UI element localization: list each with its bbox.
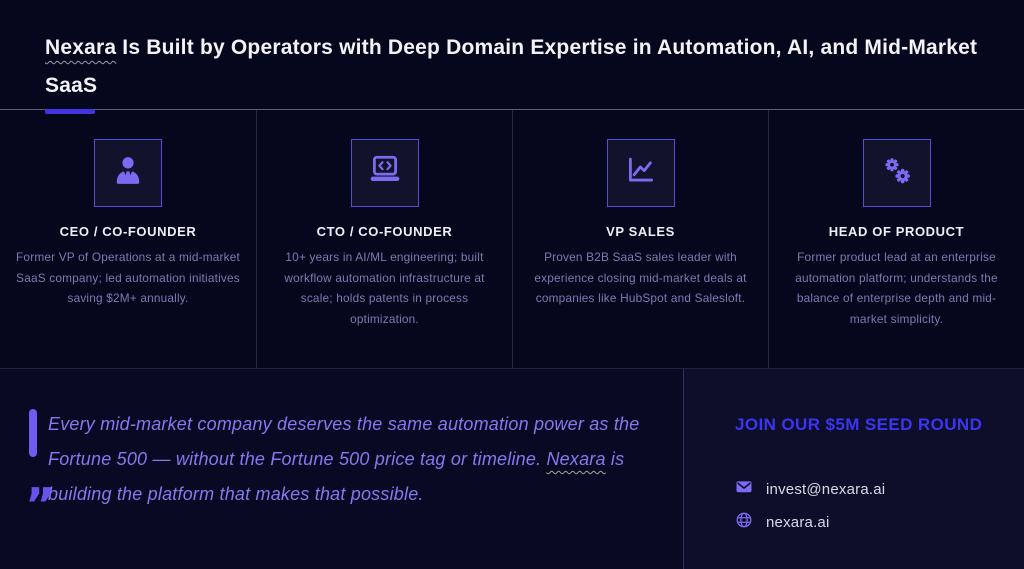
user-tie-icon — [108, 151, 148, 196]
member-title: HEAD OF PRODUCT — [828, 224, 965, 239]
chart-line-icon — [621, 151, 661, 196]
member-bio: 10+ years in AI/ML engineering; built wo… — [284, 250, 485, 326]
member-title: VP SALES — [606, 224, 675, 239]
gears-icon — [877, 151, 917, 196]
quote-text-before: Every mid-market company deserves the sa… — [48, 414, 640, 469]
member-bio: Former product lead at an enterprise aut… — [795, 250, 998, 326]
page-title: Nexara Is Built by Operators with Deep D… — [45, 29, 979, 105]
founder-quote: Every mid-market company deserves the sa… — [48, 407, 648, 512]
quote-mark: „ — [26, 453, 57, 507]
quote-text-after: is building the platform that makes that… — [48, 449, 625, 504]
quote-accent-bar — [29, 409, 37, 457]
member-bio: Proven B2B SaaS sales leader with experi… — [534, 250, 747, 305]
team-card-vp-sales: VP SALES Proven B2B SaaS sales leader wi… — [512, 110, 768, 368]
icon-box — [94, 139, 162, 207]
contact-row-email[interactable]: invest@nexara.ai — [735, 478, 1004, 501]
member-bio: Former VP of Operations at a mid-market … — [16, 250, 240, 305]
icon-box — [862, 139, 931, 207]
contact-email[interactable]: invest@nexara.ai — [766, 481, 886, 498]
bottom-section: „ Every mid-market company deserves the … — [0, 368, 1024, 569]
quote-brand: Nexara — [546, 449, 606, 469]
team-card-ceo: CEO / CO-FOUNDER Former VP of Operations… — [0, 110, 256, 368]
icon-box — [350, 139, 419, 207]
laptop-code-icon — [365, 151, 405, 196]
member-title: CTO / CO-FOUNDER — [316, 224, 453, 239]
team-card-head-product: HEAD OF PRODUCT Former product lead at a… — [768, 110, 1024, 368]
icon-box — [606, 139, 675, 207]
page-title-rest: Is Built by Operators with Deep Domain E… — [45, 36, 978, 97]
contact-list: invest@nexara.ai nexara.ai — [735, 478, 1004, 534]
page-title-brand: Nexara — [45, 36, 117, 59]
founder-quote-block: „ Every mid-market company deserves the … — [0, 369, 684, 569]
contact-row-website[interactable]: nexara.ai — [735, 511, 1004, 534]
team-card-cto: CTO / CO-FOUNDER 10+ years in AI/ML engi… — [256, 110, 512, 368]
cta-heading: JOIN OUR $5M SEED ROUND — [735, 415, 983, 434]
header: Nexara Is Built by Operators with Deep D… — [0, 0, 1024, 110]
contact-website[interactable]: nexara.ai — [766, 514, 830, 531]
member-title: CEO / CO-FOUNDER — [59, 224, 197, 239]
globe-icon — [735, 511, 753, 534]
envelope-icon — [735, 478, 753, 501]
seed-round-cta: JOIN OUR $5M SEED ROUND invest@nexara.ai — [684, 369, 1024, 569]
team-cards-row: CEO / CO-FOUNDER Former VP of Operations… — [0, 110, 1024, 368]
title-accent-bar — [45, 109, 95, 114]
